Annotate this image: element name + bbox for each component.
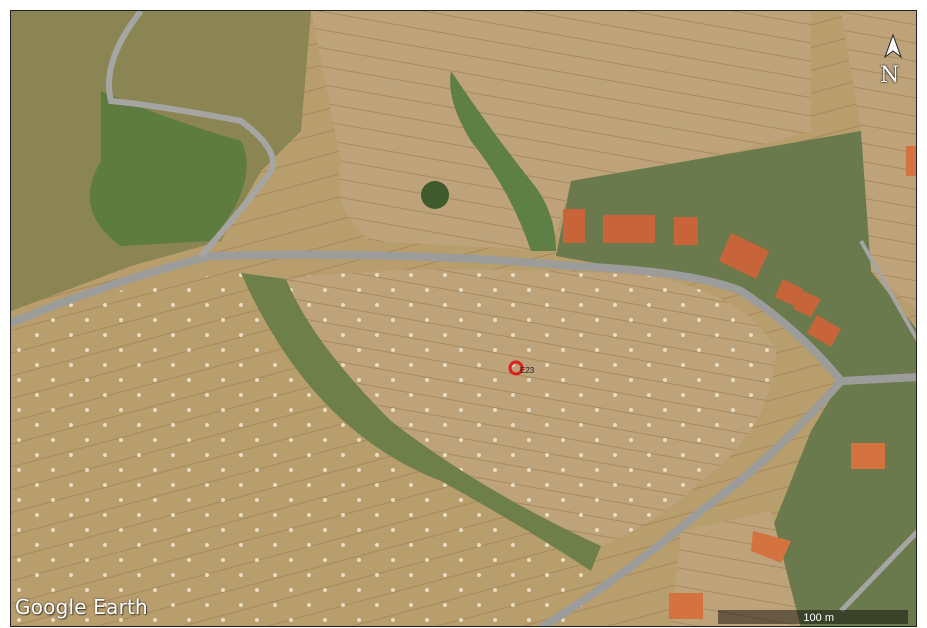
brand-text: Google Earth xyxy=(15,595,148,619)
north-compass[interactable]: N xyxy=(876,33,910,97)
hay-bales-southwest xyxy=(11,273,601,626)
satellite-map[interactable]: E23 N Google Earth 100 m xyxy=(10,10,917,627)
marker-label: E23 xyxy=(520,366,535,375)
road-east xyxy=(859,240,916,342)
roof xyxy=(674,217,698,245)
roof xyxy=(906,146,916,176)
road-south xyxy=(538,378,845,626)
village-gardens xyxy=(556,131,916,626)
north-label: N xyxy=(880,63,900,88)
roof xyxy=(563,209,585,243)
north-arrow-icon xyxy=(883,33,903,59)
road-north xyxy=(106,11,276,258)
roof xyxy=(793,291,821,317)
google-earth-logo: Google Earth xyxy=(15,595,148,620)
hedgerow-central xyxy=(241,273,601,571)
road-southeast xyxy=(839,529,916,613)
roof xyxy=(719,233,769,279)
roof xyxy=(807,315,841,347)
roof xyxy=(669,593,703,619)
map-imagery xyxy=(11,11,916,626)
hedgerow-north xyxy=(450,71,556,251)
scale-bar: 100 m xyxy=(718,610,908,624)
roof xyxy=(851,443,885,469)
scale-label: 100 m xyxy=(803,612,834,624)
tree xyxy=(421,181,449,209)
hay-bales xyxy=(286,269,776,546)
green-scrub xyxy=(89,91,247,246)
roof xyxy=(751,531,791,563)
roof xyxy=(775,279,803,307)
field-northeast xyxy=(841,11,916,310)
roof xyxy=(603,215,655,243)
location-marker[interactable] xyxy=(508,360,524,376)
road-main xyxy=(11,250,916,386)
